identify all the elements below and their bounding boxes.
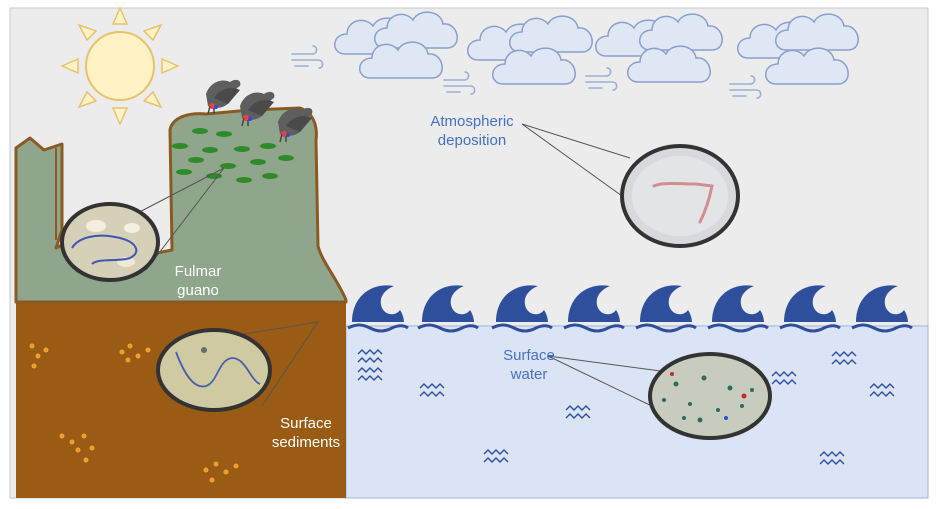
sediments-label-line2: sediments <box>271 434 341 451</box>
atmospheric-deposition-label: Atmospheric deposition <box>412 112 532 150</box>
sediment-particles <box>29 343 239 483</box>
fulmar-guano-label: Fulmar guano <box>156 262 240 300</box>
water-sample-magnifier <box>648 352 772 440</box>
atmospheric-label-line1: Atmospheric <box>430 113 514 130</box>
water-label-line1: Surface <box>503 347 555 364</box>
fulmar-label-line1: Fulmar <box>174 263 222 280</box>
sun-icon <box>60 6 180 126</box>
guano-spots <box>172 128 294 183</box>
water-label-line2: water <box>510 366 548 383</box>
sediment-sample-magnifier <box>156 328 272 412</box>
leader-lines <box>127 123 669 409</box>
sediments-label-line1: Surface <box>280 415 332 432</box>
guano-sample-magnifier <box>60 202 160 282</box>
atmospheric-sample-magnifier <box>620 144 740 248</box>
fulmar-label-line2: guano <box>177 282 219 299</box>
atmospheric-label-line2: deposition <box>437 132 507 149</box>
surface-water-label: Surface water <box>494 346 564 384</box>
surface-sediments-label: Surface sediments <box>262 414 350 452</box>
sea <box>345 325 929 499</box>
